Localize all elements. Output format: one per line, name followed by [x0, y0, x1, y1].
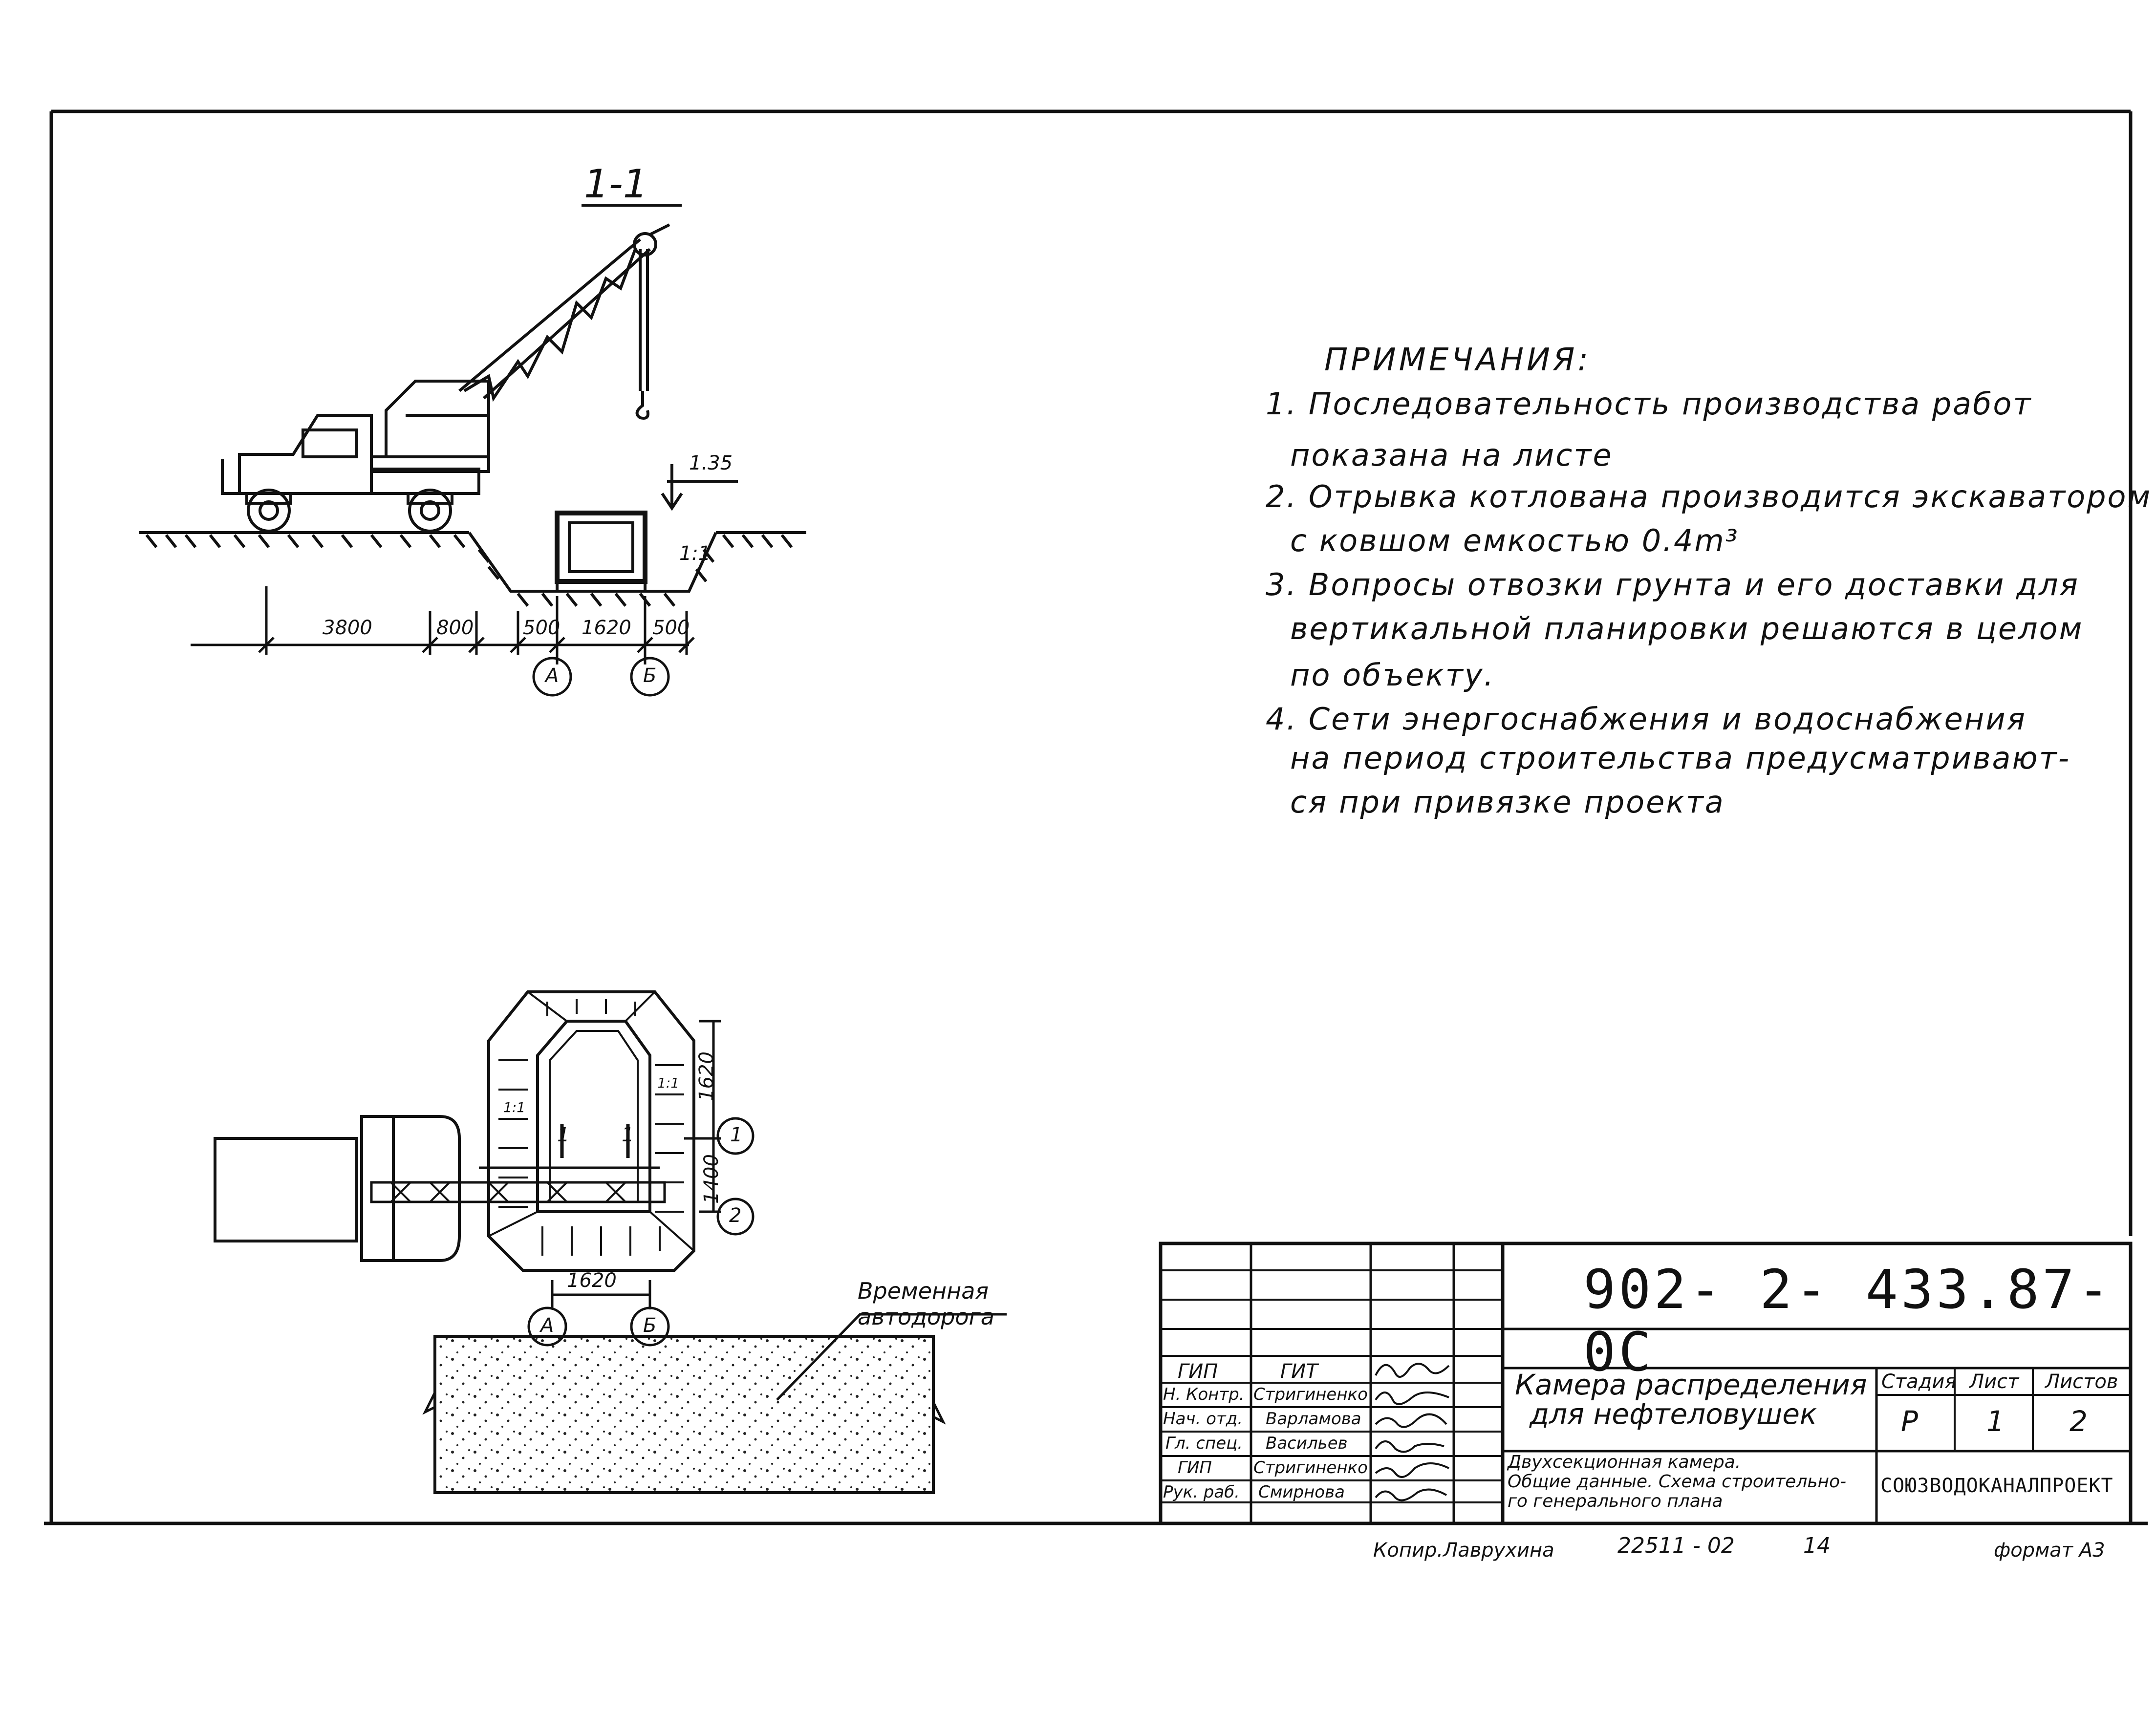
note-line: показана на листе: [1290, 437, 1613, 473]
footer-order-number: 22511 - 02: [1617, 1533, 1735, 1558]
sheet-title-line1: Двухсекционная камера.: [1508, 1452, 1741, 1472]
temporary-road: [422, 1313, 1007, 1494]
dimension-1620: 1620: [582, 617, 631, 639]
cut-mark-right: 1: [622, 1124, 634, 1146]
sheets-value: 2: [2070, 1405, 2088, 1438]
stamp-role: Н. Контр.: [1163, 1385, 1245, 1404]
stamp-role: Рук. раб.: [1163, 1482, 1240, 1502]
road-label-line1: Временная: [858, 1278, 989, 1304]
plan-spacing: 1400: [700, 1154, 723, 1204]
dimension-3800: 3800: [323, 617, 372, 639]
axis-a-section: А: [545, 664, 559, 687]
sheets-header: Листов: [2045, 1370, 2118, 1393]
dimension-500-right: 500: [652, 617, 690, 639]
note-line: ся при привязке проекта: [1290, 784, 1725, 820]
plan-slope-left: 1:1: [503, 1099, 526, 1115]
stamp-name: Стригиненко: [1253, 1385, 1368, 1404]
stamp-role: Нач. отд.: [1163, 1409, 1243, 1429]
note-line: вертикальной планировки решаются в целом: [1290, 611, 2084, 646]
note-line: на период строительства предусматривают-: [1290, 740, 2071, 776]
footer-page-number: 14: [1803, 1533, 1831, 1558]
axis-b-section: Б: [643, 664, 657, 687]
note-line: 1. Последовательность производства работ: [1266, 386, 2032, 422]
note-line: 2. Отрывка котлована производится экскав…: [1266, 479, 2152, 514]
document-code: 902- 2- 433.87-0С: [1583, 1258, 2113, 1383]
axis-1: 1: [730, 1124, 743, 1146]
project-title-line2: для нефтеловушек: [1530, 1397, 1817, 1431]
axis-2: 2: [729, 1204, 742, 1227]
notes-title: ПРИМЕЧАНИЯ:: [1324, 342, 1591, 378]
note-line: по объекту.: [1290, 657, 1495, 693]
sheet-title-line3: го генерального плана: [1508, 1491, 1723, 1511]
footer-format: формат А3: [1994, 1539, 2105, 1562]
level-mark: 1.35: [689, 452, 733, 474]
note-line: с ковшом емкостью 0.4m³: [1290, 523, 1739, 558]
stamp-role: ГИП: [1178, 1360, 1218, 1383]
plan-width: 1620: [567, 1269, 617, 1292]
stage-header: Стадия: [1881, 1370, 1957, 1393]
organization-name: СОЮЗВОДОКАНАЛПРОЕКТ: [1880, 1475, 2113, 1497]
slope-ratio: 1:1: [679, 542, 711, 565]
dimension-500-left: 500: [523, 617, 561, 639]
note-line: 4. Сети энергоснабжения и водоснабжения: [1266, 701, 2027, 737]
plan-slope-right: 1:1: [657, 1075, 680, 1091]
stamp-role: ГИП: [1178, 1458, 1212, 1477]
axis-a-plan: А: [540, 1314, 554, 1337]
stamp-name: Стригиненко: [1253, 1458, 1368, 1477]
title-block-grid: [1159, 1242, 2133, 1525]
stamp-name: ГИТ: [1280, 1360, 1318, 1383]
footer-copied-by: Копир.Лаврухина: [1373, 1539, 1554, 1562]
sheet-header: Лист: [1969, 1370, 2019, 1393]
road-label-line2: автодорога: [858, 1304, 994, 1330]
cut-mark-left: 1: [557, 1124, 570, 1146]
axis-b-plan: Б: [643, 1314, 657, 1337]
section-dimension-lines: [191, 586, 695, 697]
project-title-line1: Камера распределения: [1515, 1368, 1867, 1401]
plan-chamber: [370, 990, 695, 1272]
stamp-name: Васильев: [1266, 1434, 1348, 1453]
note-line: 3. Вопросы отвозки грунта и его доставки…: [1266, 567, 2079, 602]
stamp-role: Гл. спец.: [1165, 1434, 1243, 1453]
crane-truck: [221, 223, 670, 533]
sheet-value: 1: [1986, 1405, 2005, 1438]
stamp-name: Смирнова: [1258, 1482, 1345, 1502]
stage-value: Р: [1901, 1405, 1918, 1438]
plan-length: 1620: [695, 1051, 718, 1101]
dimension-800: 800: [436, 617, 474, 639]
stamp-name: Варламова: [1266, 1409, 1361, 1429]
signatures: [1375, 1363, 1450, 1501]
section-label: 1-1: [584, 161, 648, 207]
sheet-title-line2: Общие данные. Схема строительно-: [1508, 1472, 1847, 1492]
plan-crane-truck: [214, 1115, 461, 1262]
ground-section: [139, 464, 806, 607]
